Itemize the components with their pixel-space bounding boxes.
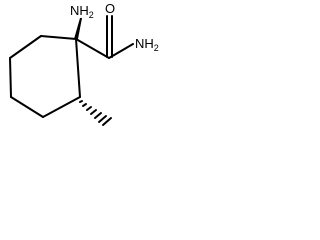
methyl-hashed-bond xyxy=(79,100,112,126)
amide-oxygen-label: O xyxy=(105,1,115,16)
molecule-structure: NH2 O NH2 xyxy=(9,1,159,126)
cyclohexane-ring xyxy=(9,35,81,118)
ring-bond-c2-c3 xyxy=(9,35,42,59)
bond-c1-carbonyl xyxy=(75,38,110,59)
amide-nitrogen-label: NH2 xyxy=(135,36,159,53)
bond-carbonyl-amide-n xyxy=(108,43,134,59)
amino-nitrogen-label: NH2 xyxy=(70,3,94,20)
amino-wedge-bond xyxy=(74,18,82,39)
ring-bond-c5-c6 xyxy=(42,96,81,118)
ring-bond-c4-c5 xyxy=(10,96,44,118)
ring-bond-c6-c1 xyxy=(75,38,81,98)
ring-bond-c3-c4 xyxy=(9,57,12,98)
ring-bond-c1-c2 xyxy=(40,35,77,40)
